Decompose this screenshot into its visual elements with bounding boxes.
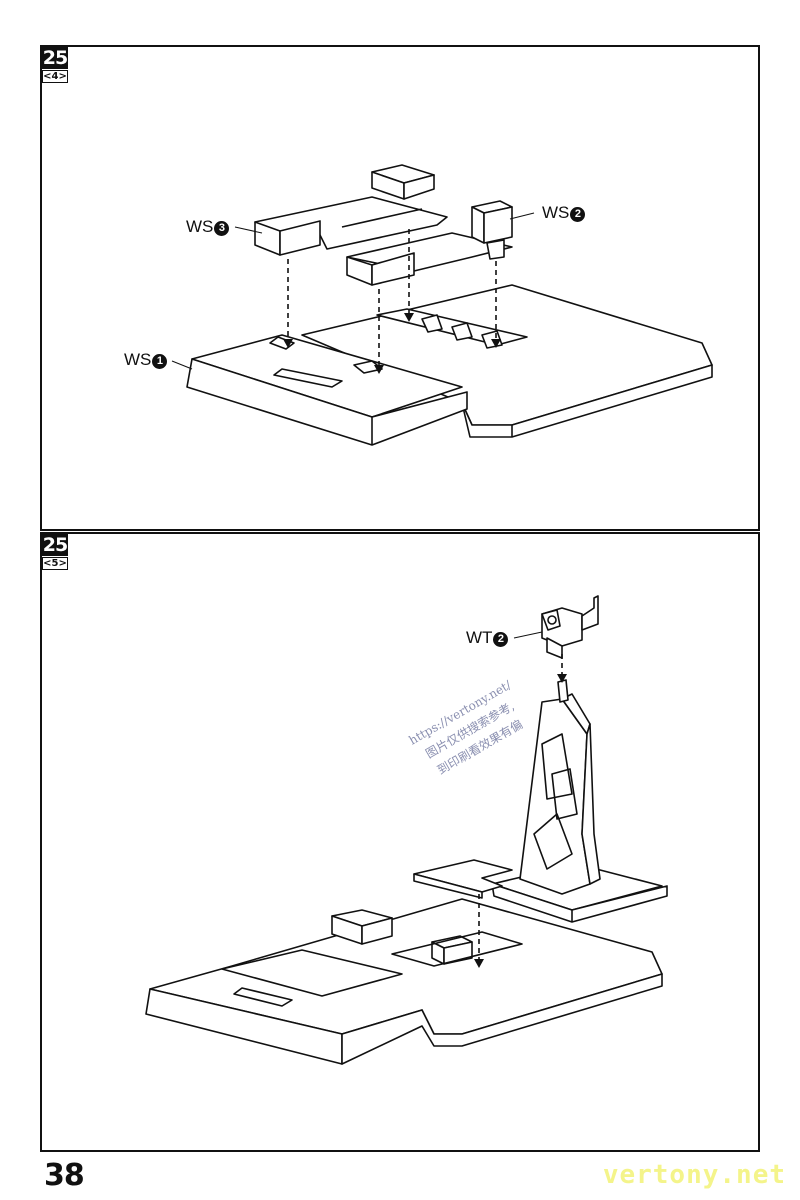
base-part-ws1 [186,334,468,446]
step-substep: <4> [42,70,68,83]
site-watermark: vertony.net [602,1160,786,1190]
arrowhead [283,339,293,348]
clamp-wt2 [541,595,599,659]
step-number: 25 [42,534,68,556]
part-number: 3 [214,221,230,236]
leader-lines [513,631,543,639]
assembly-illustration-ws [171,164,713,446]
guide-lines [478,654,563,959]
bracket-ws3 [254,164,448,256]
stand-pillar [519,679,601,895]
page-number: 38 [44,1158,85,1193]
leader-line [513,631,543,639]
part-code: WS [124,350,152,369]
step-panel-25-5: 25 <5> [40,532,760,1152]
step-substep: <5> [42,557,68,570]
step-number: 25 [42,47,68,69]
leader-line [171,360,193,370]
bracket-ws2 [346,200,513,286]
arrowhead [404,313,414,322]
arrowhead [491,339,501,348]
part-code: WT [466,628,493,647]
arrowhead [374,365,384,374]
step-panel-25-4: 25 <4> [40,45,760,531]
leader-line [234,226,263,234]
combined-base [145,898,663,1065]
guide-lines [287,229,497,365]
step-badge: 25 <4> [42,47,68,83]
guide-arrowheads [283,313,501,374]
part-number: 2 [570,207,586,222]
part-code: WS [186,217,214,236]
part-number: 1 [152,354,168,369]
base-plate-large [301,284,713,438]
assembly-illustration-wt [145,595,668,1065]
arrowhead [474,959,484,968]
arrowhead [557,674,567,683]
part-code: WS [542,203,570,222]
step-badge: 25 <5> [42,534,68,570]
leader-line [509,212,535,220]
guide-arrowheads [474,674,567,968]
leader-lines [171,212,535,370]
part-number: 2 [493,632,509,647]
